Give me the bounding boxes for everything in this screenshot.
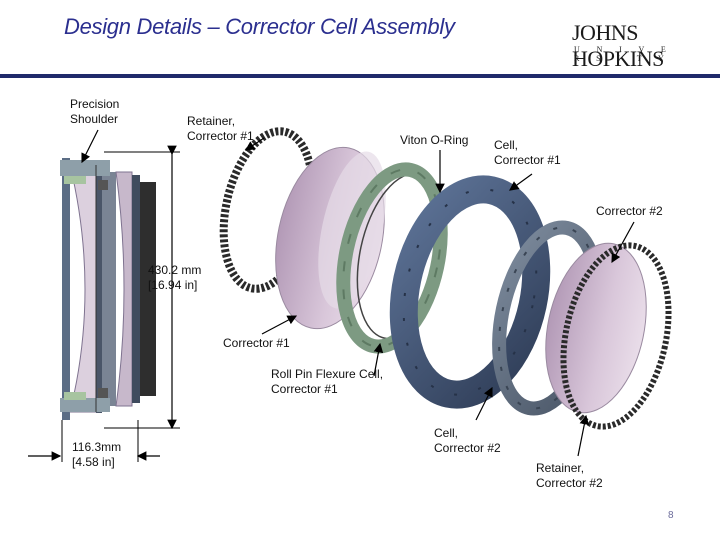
label-dimension-116: 116.3mm [4.58 in]: [72, 440, 121, 470]
label-line: Retainer,: [187, 114, 236, 128]
corrector-2-lens: [545, 242, 647, 414]
label-line: 116.3mm: [72, 440, 122, 454]
label-line: Retainer,: [536, 461, 585, 475]
label-roll-pin-flexure-cell: Roll Pin Flexure Cell, Corrector #1: [271, 367, 383, 397]
label-cell-corrector-1: Cell, Corrector #1: [494, 138, 561, 168]
label-line: Corrector #1: [187, 129, 254, 143]
title-divider: [0, 74, 720, 78]
cell-corrector-1: [389, 175, 551, 409]
label-line: Cell,: [494, 138, 519, 152]
label-line: [16.94 in]: [148, 278, 198, 292]
leader-arrows: [81, 129, 635, 457]
label-line: Shoulder: [70, 112, 119, 126]
label-retainer-corrector-1: Retainer, Corrector #1: [187, 114, 254, 144]
label-line: Roll Pin Flexure Cell,: [271, 367, 384, 381]
label-line: Corrector #1: [271, 382, 338, 396]
dimension-lines: [28, 145, 180, 462]
roll-pin-flexure-cell: [336, 162, 448, 354]
label-line: Corrector #1: [494, 153, 561, 167]
label-retainer-corrector-2: Retainer, Corrector #2: [536, 461, 603, 491]
label-line: Precision: [70, 97, 120, 111]
label-viton-o-ring: Viton O-Ring: [400, 133, 469, 147]
cross-section-view: [60, 158, 156, 420]
label-corrector-1: Corrector #1: [223, 336, 290, 350]
label-line: Corrector #2: [434, 441, 501, 455]
jhu-logo-subtitle: U N I V E R S I T Y: [574, 45, 674, 63]
label-line: 430.2 mm: [148, 263, 202, 277]
label-corrector-2: Corrector #2: [596, 204, 663, 218]
label-line: Corrector #2: [536, 476, 603, 490]
retainer-corrector-2-ring: [560, 242, 672, 430]
label-line: Cell,: [434, 426, 459, 440]
label-cell-corrector-2: Cell, Corrector #2: [434, 426, 501, 456]
label-precision-shoulder: Precision Shoulder: [70, 97, 119, 127]
label-line: [4.58 in]: [72, 455, 115, 469]
jhu-logo: JOHNS HOPKINS: [572, 20, 664, 71]
label-dimension-430: 430.2 mm [16.94 in]: [148, 263, 201, 293]
page-number: 8: [668, 510, 674, 521]
corrector-1-lens: [275, 146, 386, 330]
page-title: Design Details – Corrector Cell Assembly: [64, 14, 455, 39]
